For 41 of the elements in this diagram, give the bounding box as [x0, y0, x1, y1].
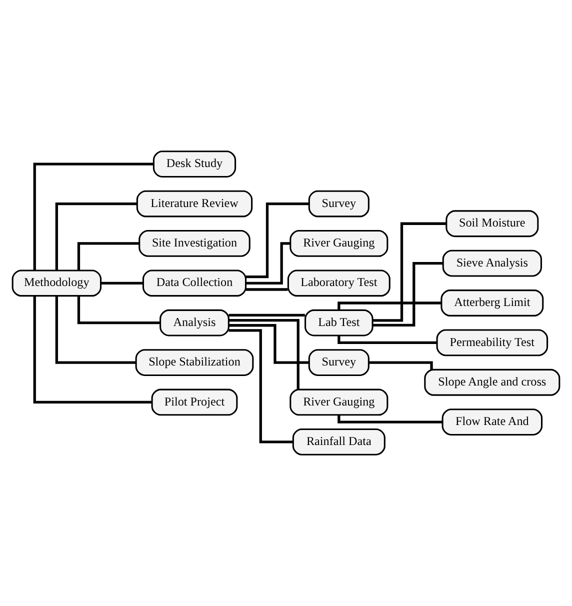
- node-box: River Gauging: [290, 388, 388, 416]
- node-box: Slope Stabilization: [135, 349, 254, 376]
- node-box: Laboratory Test: [287, 270, 390, 297]
- node-box: Soil Moisture: [446, 210, 539, 238]
- connector: [33, 296, 152, 404]
- connector: [338, 302, 442, 310]
- connector: [372, 222, 446, 322]
- connector: [33, 162, 154, 270]
- node-box: Survey: [308, 190, 370, 218]
- connector: [77, 242, 140, 270]
- connector: [246, 202, 309, 278]
- node-box: Lab Test: [304, 309, 374, 336]
- node-box: Desk Study: [152, 150, 236, 178]
- node-box: Sieve Analysis: [442, 250, 542, 277]
- connector: [55, 202, 137, 270]
- node-box: Atterberg Limit: [440, 290, 544, 316]
- connector: [101, 282, 144, 284]
- node-box: Slope Angle and cross: [424, 368, 560, 396]
- connector: [55, 296, 136, 364]
- node-box: River Gauging: [290, 230, 388, 257]
- node-box: Flow Rate And: [442, 408, 543, 436]
- connector: [338, 414, 442, 424]
- connector: [372, 262, 444, 327]
- connector: [77, 296, 160, 324]
- connector: [228, 329, 293, 444]
- node-box: Permeability Test: [436, 329, 548, 356]
- connector: [368, 361, 433, 370]
- node-box: Analysis: [160, 309, 230, 336]
- connector: [246, 288, 288, 291]
- node-box: Site Investigation: [138, 230, 250, 257]
- node-box: Rainfall Data: [292, 428, 386, 456]
- connector: [229, 324, 309, 364]
- connector: [228, 318, 300, 390]
- connector: [246, 242, 290, 284]
- node-box: Survey: [308, 349, 370, 376]
- connector: [228, 314, 305, 317]
- connector: [338, 336, 437, 344]
- node-box: Pilot Project: [151, 388, 238, 416]
- node-box: Data Collection: [142, 270, 247, 297]
- node-box: Methodology: [12, 270, 102, 297]
- node-box: Literature Review: [136, 190, 253, 218]
